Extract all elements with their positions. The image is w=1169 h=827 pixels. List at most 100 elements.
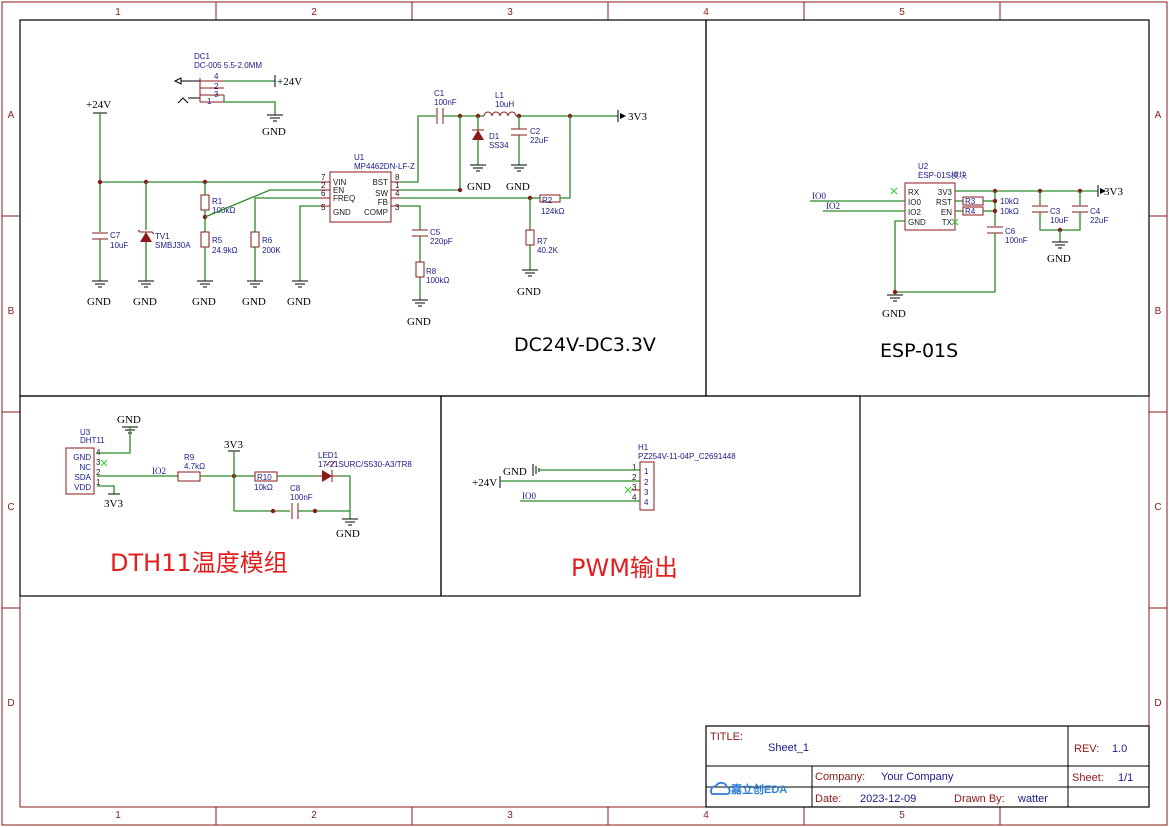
svg-text:COMP: COMP bbox=[364, 208, 388, 217]
row-label: D bbox=[1154, 698, 1161, 709]
resistor-r9[interactable]: R9 4.7kΩ bbox=[177, 453, 205, 482]
svg-text:FREQ: FREQ bbox=[333, 194, 355, 203]
svg-text:R6: R6 bbox=[262, 236, 273, 245]
title-block: TITLE: Sheet_1 REV: 1.0 Company: Your Co… bbox=[705, 725, 1150, 808]
col-label: 3 bbox=[507, 810, 513, 821]
module-u2[interactable]: U2 ESP-01S模块 RX IO0 IO2 GND 3V3 RST EN T… bbox=[904, 162, 967, 231]
svg-text:100nF: 100nF bbox=[1005, 236, 1028, 245]
svg-text:TX: TX bbox=[942, 218, 953, 227]
svg-text:10uH: 10uH bbox=[495, 100, 514, 109]
gnd-symbol bbox=[197, 280, 213, 288]
svg-text:GND: GND bbox=[133, 296, 157, 308]
pwm-section-title: PWM输出 bbox=[571, 554, 678, 582]
svg-text:R10: R10 bbox=[257, 473, 272, 482]
header-h1[interactable]: H1 PZ254V-11-04P_C2691448 1 2 3 4 1 2 3 … bbox=[632, 443, 736, 511]
svg-text:VDD: VDD bbox=[74, 483, 91, 492]
esp-section-title: ESP-01S bbox=[880, 340, 958, 362]
svg-text:R7: R7 bbox=[537, 237, 548, 246]
svg-text:GND: GND bbox=[506, 181, 530, 193]
svg-text:TITLE:: TITLE: bbox=[710, 731, 743, 743]
capacitor-c1[interactable]: C1 100nF bbox=[434, 89, 457, 124]
svg-text:LED1: LED1 bbox=[318, 451, 339, 460]
tvs-diode-tv1[interactable]: TV1 SMBJ30A bbox=[137, 229, 191, 250]
gnd-symbol bbox=[511, 164, 527, 172]
svg-text:2: 2 bbox=[644, 478, 649, 487]
col-label: 2 bbox=[311, 7, 317, 18]
sensor-u3[interactable]: U3 DHT11 GND NC SDA VDD 4 3 2 1 bbox=[65, 428, 105, 495]
capacitor-c8[interactable]: C8 100nF bbox=[290, 484, 313, 519]
capacitor-c3[interactable]: C3 10uF bbox=[1032, 205, 1068, 225]
ic-u1[interactable]: U1 MP4462DN-LF-Z VIN EN FREQ GND 7 2 6 5… bbox=[320, 153, 415, 223]
resistor-r8[interactable]: R8 100kΩ bbox=[415, 261, 449, 285]
gnd-symbol bbox=[92, 280, 108, 288]
svg-text:GND: GND bbox=[407, 316, 431, 328]
col-label: 1 bbox=[115, 7, 121, 18]
svg-text:+24V: +24V bbox=[472, 477, 497, 489]
svg-text:4: 4 bbox=[214, 72, 219, 81]
col-label: 4 bbox=[703, 7, 709, 18]
svg-text:3: 3 bbox=[214, 90, 219, 99]
svg-text:嘉立创EDA: 嘉立创EDA bbox=[730, 782, 787, 796]
svg-text:FB: FB bbox=[378, 198, 388, 207]
gnd-symbol bbox=[292, 280, 308, 288]
row-label: C bbox=[7, 502, 14, 513]
svg-text:GND: GND bbox=[882, 308, 906, 320]
no-connect-marker bbox=[890, 187, 959, 226]
resistor-r7[interactable]: R7 40.2K bbox=[525, 229, 559, 255]
led-led1[interactable]: LED1 17-21SURC/S530-A3/TR8 bbox=[318, 451, 412, 482]
svg-text:Sheet_1: Sheet_1 bbox=[768, 742, 809, 754]
gnd-symbol bbox=[522, 269, 538, 277]
svg-text:Date:: Date: bbox=[815, 793, 841, 805]
resistor-r5[interactable]: R5 24.9kΩ bbox=[200, 231, 238, 255]
col-label: 3 bbox=[507, 7, 513, 18]
inductor-l1[interactable]: L1 10uH bbox=[483, 91, 517, 117]
resistor-r10[interactable]: R10 10kΩ bbox=[254, 471, 278, 492]
svg-text:7: 7 bbox=[321, 173, 326, 182]
svg-text:EN: EN bbox=[941, 208, 952, 217]
svg-text:C8: C8 bbox=[290, 484, 301, 493]
capacitor-c4[interactable]: C4 22uF bbox=[1072, 205, 1108, 225]
svg-text:3: 3 bbox=[96, 458, 101, 467]
svg-text:R3: R3 bbox=[965, 197, 976, 206]
diode-d1[interactable]: D1 SS34 bbox=[472, 129, 509, 150]
svg-text:U2: U2 bbox=[918, 162, 929, 171]
svg-text:8: 8 bbox=[395, 173, 400, 182]
svg-text:3V3: 3V3 bbox=[104, 498, 123, 510]
svg-text:6: 6 bbox=[321, 189, 326, 198]
svg-text:R8: R8 bbox=[426, 267, 437, 276]
col-label: 5 bbox=[899, 7, 905, 18]
capacitor-c5[interactable]: C5 220pF bbox=[412, 228, 453, 246]
svg-text:SW: SW bbox=[375, 189, 388, 198]
svg-text:3: 3 bbox=[395, 203, 400, 212]
capacitor-c2[interactable]: C2 22uF bbox=[511, 127, 548, 145]
svg-text:124kΩ: 124kΩ bbox=[541, 207, 564, 216]
svg-text:2: 2 bbox=[214, 82, 219, 91]
svg-text:GND: GND bbox=[517, 286, 541, 298]
gnd-symbol bbox=[1052, 241, 1068, 249]
capacitor-c7[interactable]: C7 10uF bbox=[92, 231, 128, 250]
svg-text:4: 4 bbox=[632, 493, 637, 502]
svg-text:GND: GND bbox=[333, 208, 351, 217]
svg-text:R4: R4 bbox=[965, 207, 976, 216]
capacitor-c6[interactable]: C6 100nF bbox=[987, 226, 1028, 245]
row-label: B bbox=[8, 306, 15, 317]
svg-text:10kΩ: 10kΩ bbox=[1000, 197, 1019, 206]
svg-text:C1: C1 bbox=[434, 89, 445, 98]
svg-text:17-21SURC/S530-A3/TR8: 17-21SURC/S530-A3/TR8 bbox=[318, 460, 412, 469]
no-connect-marker bbox=[624, 486, 632, 494]
no-connect-marker bbox=[100, 459, 108, 467]
gnd-symbol bbox=[267, 114, 283, 122]
dht-section: GND U3 DHT11 GND NC SDA VDD 4 3 2 1 IO2 … bbox=[65, 414, 412, 577]
dc1-value: DC-005 5.5-2.0MM bbox=[194, 61, 262, 70]
svg-text:C4: C4 bbox=[1090, 207, 1101, 216]
dc1-net-label: +24V bbox=[277, 76, 302, 88]
svg-text:Sheet:: Sheet: bbox=[1072, 772, 1104, 784]
dc-jack-dc1[interactable]: DC1 DC-005 5.5-2.0MM 4 2 3 1 bbox=[173, 52, 262, 106]
svg-text:VIN: VIN bbox=[333, 178, 347, 187]
svg-text:DHT11: DHT11 bbox=[80, 436, 105, 445]
svg-text:2: 2 bbox=[632, 473, 637, 482]
col-label: 1 bbox=[115, 810, 121, 821]
svg-text:4: 4 bbox=[96, 448, 101, 457]
gnd-symbol bbox=[887, 294, 903, 302]
